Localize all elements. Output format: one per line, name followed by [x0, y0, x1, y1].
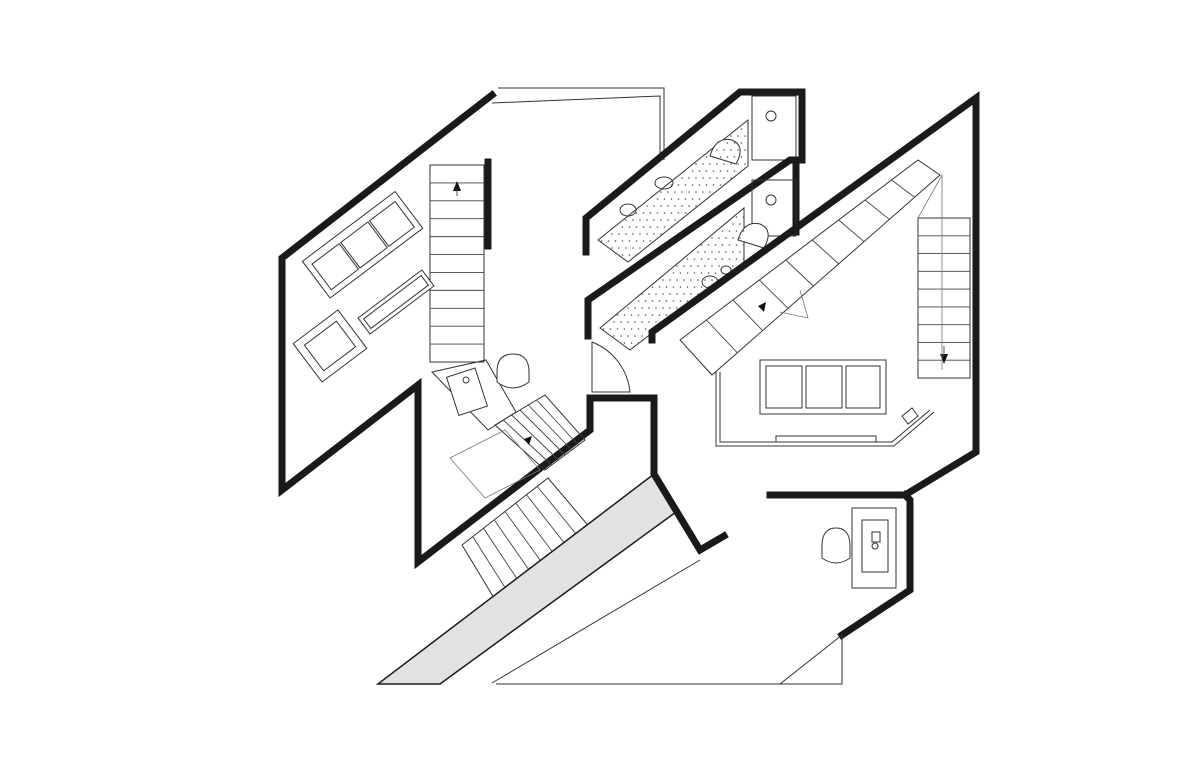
bath-right [821, 507, 897, 589]
stair-tread [504, 511, 544, 565]
stair-center-arrow-icon [524, 436, 532, 445]
shower-upper [751, 95, 797, 161]
stair-tread [811, 239, 839, 265]
bath-right-counter [851, 507, 897, 589]
stair-tread [785, 259, 814, 287]
left-room-top-inner-line [491, 95, 661, 160]
stair-tread [493, 519, 532, 573]
sofa-left [301, 190, 424, 299]
bathroom-upper-floor [597, 118, 749, 263]
ramp-wall [586, 394, 729, 555]
sink-icon [619, 203, 637, 217]
stair-left [429, 164, 485, 363]
stair-left-arrow-icon [453, 181, 461, 191]
stair-tread [891, 179, 915, 198]
stair-tread [536, 399, 579, 446]
shower-drain-icon [765, 110, 777, 122]
stair-tread [759, 279, 789, 309]
stair-tread [864, 199, 890, 220]
right-room-wall [648, 91, 980, 499]
shower-lower [751, 179, 797, 237]
stair-diagonal-outline [679, 159, 941, 376]
sink-icon [861, 519, 889, 573]
sink-icon [654, 176, 674, 190]
stair-right [917, 217, 971, 379]
bathroom-lower [584, 156, 800, 351]
stair-tread [706, 319, 738, 354]
stair-tread [519, 409, 566, 456]
bathroom-upper-wall [582, 88, 806, 256]
coffee-table [357, 269, 435, 335]
ramp [375, 472, 677, 685]
shower-drain-icon [765, 194, 777, 206]
stair-tread [536, 486, 581, 539]
living-room-boundary [715, 372, 935, 447]
left-room-wall [278, 90, 594, 570]
right-room-inner-edge [491, 559, 701, 684]
stair-center-outline [494, 394, 586, 471]
stair-diagonal-arrow-icon [758, 302, 766, 312]
stair-tread [472, 536, 507, 590]
right-room [491, 91, 980, 685]
stair-tread [483, 528, 519, 582]
toilet-icon [821, 527, 851, 564]
bath-left [431, 353, 530, 431]
door-swing [591, 341, 631, 393]
stair-tread [526, 494, 568, 548]
stair-tread [838, 219, 865, 243]
stair-tread [515, 502, 556, 556]
left-room [278, 87, 665, 570]
side-table [901, 407, 919, 425]
right-room-lower-wall [837, 490, 914, 640]
stair-center [494, 394, 586, 471]
left-room-wall-inner-line [498, 87, 665, 160]
toilet-icon [737, 222, 769, 249]
bathroom-floor-pattern [600, 128, 746, 344]
toilet-icon [709, 138, 741, 165]
stair-tread [732, 299, 763, 331]
stair-right-ghost [917, 173, 943, 370]
bathroom-upper [582, 88, 806, 263]
sink-icon [445, 367, 489, 416]
stair-tread [528, 404, 572, 451]
sofa-right [759, 359, 887, 415]
stair-tread [511, 414, 559, 461]
landing-edge [779, 289, 809, 319]
stair-diagonal [679, 159, 941, 376]
armchair [292, 309, 368, 383]
stair-center-ghost [449, 429, 541, 499]
toilet-icon [496, 353, 530, 389]
stair-left-outline [429, 164, 485, 363]
right-room-bottom-line [496, 633, 843, 685]
stair-right-outline [917, 217, 971, 379]
